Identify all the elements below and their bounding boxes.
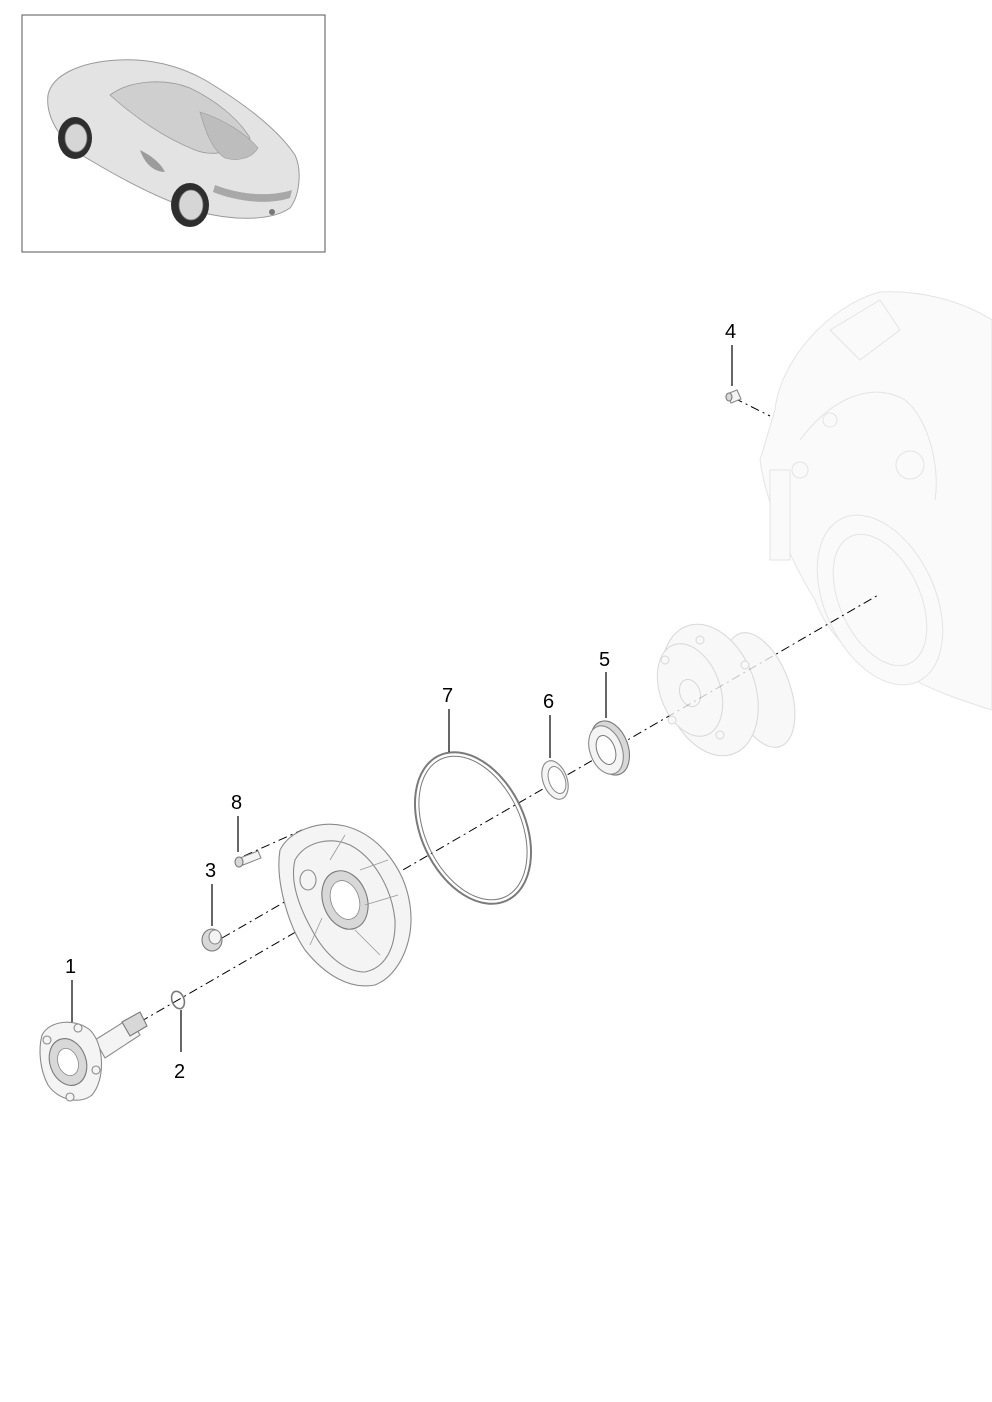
gearbox-housing	[759, 291, 992, 711]
car-illustration	[47, 59, 300, 227]
part-8-screw	[234, 850, 262, 868]
callout-6: 6	[543, 691, 554, 713]
part-3-nut	[201, 928, 223, 952]
part-7-o-ring	[413, 751, 533, 905]
callout-1: 1	[65, 956, 76, 978]
callout-3: 3	[205, 860, 216, 882]
callout-labels: 1 2 3 4 5 6 7 8	[65, 321, 736, 1083]
part-6-seal-ring	[541, 760, 569, 800]
part-2-circlip	[170, 990, 186, 1010]
leader-lines	[71, 345, 733, 1052]
callout-4: 4	[725, 321, 736, 343]
vehicle-thumbnail	[21, 14, 326, 253]
housing-cover	[278, 823, 412, 987]
part-5-bearing	[588, 720, 630, 776]
callout-7: 7	[442, 685, 453, 707]
callout-8: 8	[231, 792, 242, 814]
part-1-flange-shaft	[39, 1011, 148, 1102]
callout-2: 2	[174, 1061, 185, 1083]
differential-assembly	[656, 623, 796, 757]
callout-5: 5	[599, 649, 610, 671]
part-4-plug	[725, 389, 742, 404]
